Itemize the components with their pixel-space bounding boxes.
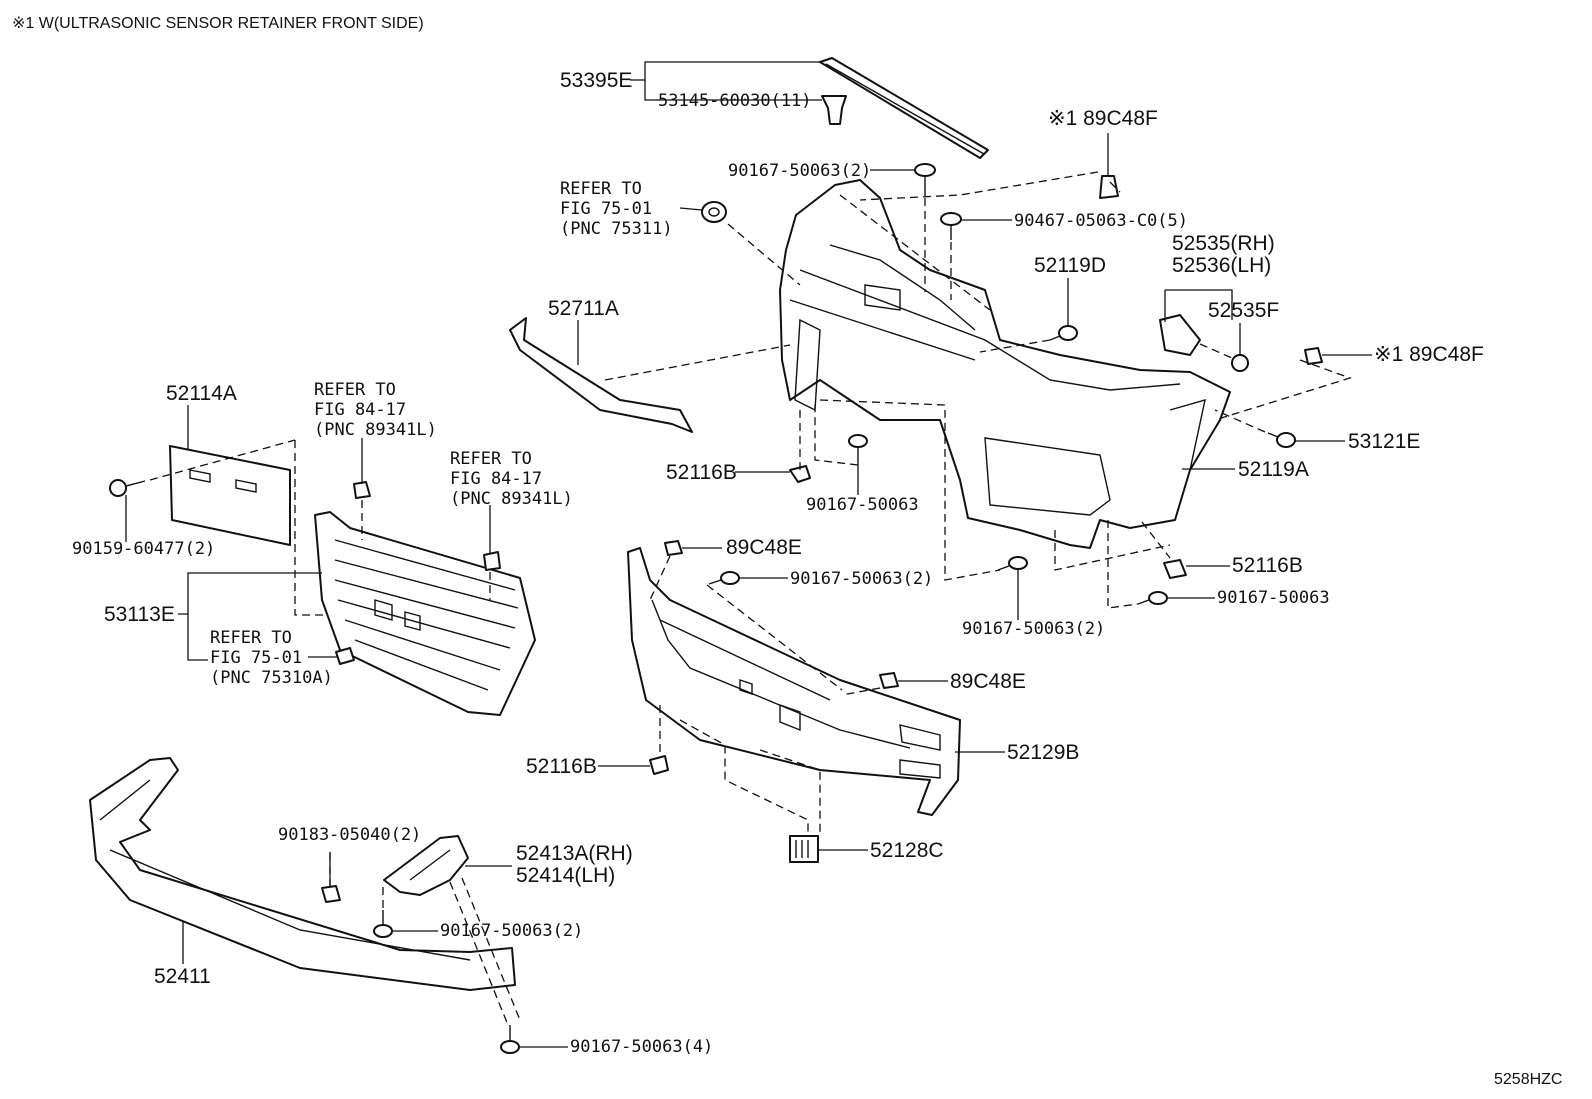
- ref-75310A-line2: FIG 75-01: [210, 648, 302, 668]
- absorber-52129B: [627, 547, 961, 816]
- callout-90167-50063-2-top: 90167-50063(2): [728, 161, 871, 181]
- callout-52119D: 52119D: [1034, 254, 1106, 277]
- callout-90183-05040: 90183-05040(2): [278, 825, 421, 845]
- bolt-90167-2-low: [997, 556, 1028, 571]
- figure-code: 5258HZC: [1494, 1071, 1562, 1088]
- ref-75311-line1: REFER TO: [560, 179, 642, 199]
- spoiler-52411: [89, 757, 516, 991]
- callout-53395E: 53395E: [560, 69, 632, 92]
- license-plate-52114A: [169, 445, 291, 546]
- leader-lines: [125, 61, 1372, 1048]
- callout-89C48F-right: ※1 89C48F: [1374, 343, 1484, 366]
- callout-52414-LH: 52414(LH): [516, 864, 615, 887]
- clip-89C48E-b: [879, 672, 899, 689]
- callout-89C48E-a: 89C48E: [726, 536, 802, 559]
- callout-52114A: 52114A: [166, 382, 237, 405]
- ref-75311-line2: FIG 75-01: [560, 199, 652, 219]
- ref-75311-line3: (PNC 75311): [560, 219, 673, 239]
- callout-90167-50063-2-low: 90167-50063(2): [962, 619, 1105, 639]
- callout-53113E: 53113E: [104, 603, 175, 626]
- callout-89C48F-top: ※1 89C48F: [1048, 107, 1158, 130]
- bracket-52413A: [383, 835, 469, 896]
- clip-53145: [821, 95, 847, 125]
- nut-52535F: [1231, 354, 1249, 372]
- callout-52413A-RH: 52413A(RH): [516, 842, 633, 865]
- callout-90167-50063-2-mid: 90167-50063(2): [790, 569, 933, 589]
- callout-90467-05063: 90467-05063-C0(5): [1014, 211, 1188, 231]
- callout-52116B-right: 52116B: [1232, 554, 1303, 577]
- ref-89341L-a-line1: REFER TO: [314, 380, 396, 400]
- bolt-90167-2-bottom: [373, 910, 393, 938]
- callout-52411: 52411: [154, 965, 211, 988]
- bumper-cover-52119A: [779, 179, 1231, 549]
- ref-89341L-a-line3: (PNC 89341L): [314, 420, 437, 440]
- bolt-90467: [940, 212, 962, 240]
- callout-52116B-lower: 52116B: [526, 755, 597, 778]
- ref-89341L-a-line2: FIG 84-17: [314, 400, 406, 420]
- ref-75310A-line3: (PNC 75310A): [210, 668, 333, 688]
- retainer-75310A: [335, 647, 355, 665]
- seal-strip-53395E: [819, 57, 989, 159]
- clip-52116B-lower: [649, 755, 669, 775]
- bolt-90167-4: [500, 1025, 520, 1054]
- callout-52119A: 52119A: [1238, 458, 1309, 481]
- ref-75310A-line1: REFER TO: [210, 628, 292, 648]
- callout-90159-60477: 90159-60477(2): [72, 539, 215, 559]
- bolt-90167-right: [1137, 591, 1168, 605]
- callout-90167-50063-mid: 90167-50063: [806, 495, 919, 515]
- bolt-90167-2-mid: [708, 571, 740, 585]
- clip-89C48F-top: [1099, 175, 1119, 199]
- ref-89341L-b-line3: (PNC 89341L): [450, 489, 573, 509]
- bolt-90167-mid: [848, 434, 868, 462]
- callout-53121E: 53121E: [1348, 430, 1420, 453]
- callout-52711A: 52711A: [548, 297, 619, 320]
- ref-89341L-b-line1: REFER TO: [450, 449, 532, 469]
- bolt-53121E: [1267, 432, 1296, 448]
- callout-90167-50063-4: 90167-50063(4): [570, 1037, 713, 1057]
- retainer-75311: [701, 201, 727, 223]
- callout-53145-60030: 53145-60030(11): [658, 91, 812, 111]
- callout-90167-50063-right: 90167-50063: [1217, 588, 1330, 608]
- ref-89341L-b-line2: FIG 84-17: [450, 469, 542, 489]
- callout-52535F: 52535F: [1208, 299, 1279, 322]
- callout-89C48E-b: 89C48E: [950, 670, 1026, 693]
- callout-52128C: 52128C: [870, 839, 944, 862]
- callout-52116B-upper: 52116B: [666, 461, 737, 484]
- bolt-90167-top: [914, 163, 936, 196]
- cover-52128C: [789, 835, 819, 863]
- callout-52129B: 52129B: [1007, 741, 1079, 764]
- callout-90167-50063-2-bottom: 90167-50063(2): [440, 921, 583, 941]
- assembly-lines: [149, 171, 1353, 1026]
- nut-90183: [321, 885, 341, 903]
- bracket-52535: [1159, 314, 1201, 356]
- clip-89341L-b: [483, 551, 501, 571]
- clip-52116B-right: [1163, 559, 1187, 579]
- callout-52535RH: 52535(RH): [1172, 232, 1275, 255]
- header-note: ※1 W(ULTRASONIC SENSOR RETAINER FRONT SI…: [12, 15, 424, 32]
- clip-89C48E-a: [664, 540, 683, 556]
- clip-89341L-a: [353, 481, 371, 499]
- molding-52711A: [509, 317, 693, 433]
- grille-53113E: [314, 511, 536, 716]
- bolt-52119D: [1049, 325, 1078, 341]
- bolt-90159: [109, 479, 146, 497]
- clip-89C48F-right: [1304, 347, 1323, 365]
- clip-52116B-upper: [789, 465, 811, 483]
- callout-52536LH: 52536(LH): [1172, 254, 1271, 277]
